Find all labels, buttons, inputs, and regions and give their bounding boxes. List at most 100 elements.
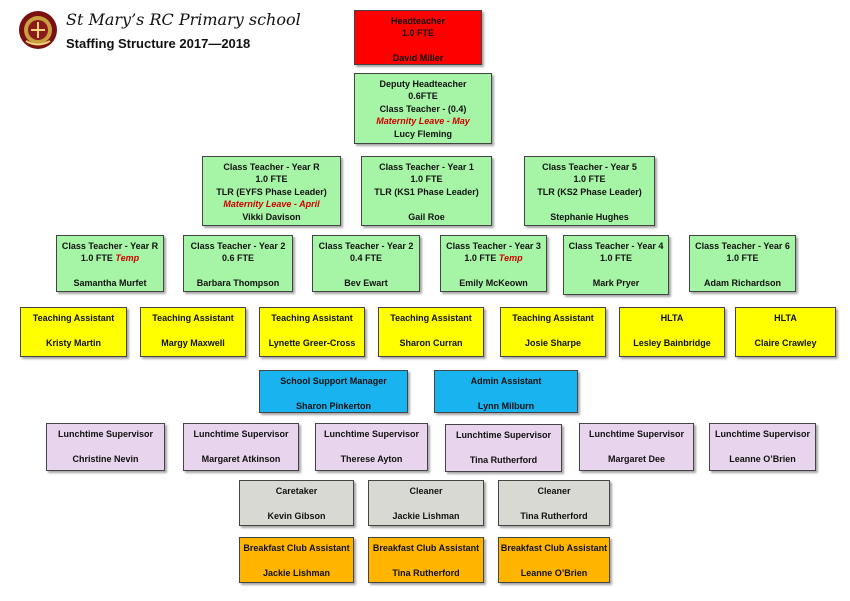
staff-name: Sharon Pinkerton: [295, 400, 371, 411]
staff-name: Margaret Atkinson: [201, 453, 281, 464]
cleaner-box: Cleaner Tina Rutherford: [498, 480, 610, 526]
class-teacher-box: Class Teacher - Year 4 1.0 FTE Mark Prye…: [563, 235, 669, 295]
role: Headteacher: [390, 16, 446, 26]
staff-name: Leanne O’Brien: [729, 453, 796, 464]
tlr: TLR (KS2 Phase Leader): [537, 186, 642, 197]
role: Teaching Assistant: [271, 313, 353, 323]
fte: 1.0 FTE: [599, 253, 632, 264]
staff-name: Sharon Curran: [399, 337, 463, 348]
fte: 1.0 FTE: [255, 174, 288, 185]
staff-name: Vikki Davison: [242, 211, 301, 222]
role-secondary: Class Teacher - (0.4): [379, 103, 467, 114]
support-manager-box: School Support Manager Sharon Pinkerton: [259, 370, 408, 413]
staff-name: Lynn Milburn: [477, 400, 535, 411]
page-title: Staffing Structure 2017—2018: [66, 36, 251, 51]
school-name: St Mary’s RC Primary school: [66, 10, 301, 29]
breakfast-club-box: Breakfast Club Assistant Leanne O’Brien: [498, 537, 610, 583]
admin-assistant-box: Admin Assistant Lynn Milburn: [434, 370, 578, 413]
fte: 1.0 FTE: [410, 174, 443, 185]
caretaker-box: Caretaker Kevin Gibson: [239, 480, 354, 526]
role: Caretaker: [275, 486, 318, 496]
staff-name: Kristy Martin: [45, 337, 101, 348]
role: Cleaner: [409, 486, 443, 496]
leave-note: Maternity Leave - April: [223, 199, 320, 210]
lunchtime-supervisor-box: Lunchtime Supervisor Therese Ayton: [315, 423, 428, 471]
teaching-assistant-box: Teaching Assistant Josie Sharpe: [500, 307, 606, 357]
role: Class Teacher - Year 5: [542, 162, 637, 172]
fte: 0.6 FTE: [221, 253, 254, 264]
role: Class Teacher - Year 3: [446, 241, 541, 251]
role: Breakfast Club Assistant: [243, 543, 350, 553]
role: Cleaner: [537, 486, 571, 496]
phase-leader-box: Class Teacher - Year R 1.0 FTE TLR (EYFS…: [202, 156, 341, 226]
fte: 0.6FTE: [408, 91, 438, 102]
role: Lunchtime Supervisor: [323, 429, 420, 439]
staff-name: Tina Rutherford: [469, 454, 538, 465]
role: Class Teacher - Year R: [61, 241, 159, 251]
staff-name: Kevin Gibson: [267, 510, 326, 521]
role: Teaching Assistant: [512, 313, 594, 323]
breakfast-club-box: Breakfast Club Assistant Tina Rutherford: [368, 537, 484, 583]
tlr: TLR (EYFS Phase Leader): [216, 186, 327, 197]
class-teacher-box: Class Teacher - Year 6 1.0 FTE Adam Rich…: [689, 235, 796, 292]
staff-name: Mark Pryer: [592, 278, 640, 289]
staff-name: Margy Maxwell: [161, 337, 225, 348]
fte: 0.4 FTE: [349, 253, 382, 264]
breakfast-club-box: Breakfast Club Assistant Jackie Lishman: [239, 537, 354, 583]
class-teacher-box: Class Teacher - Year 2 0.4 FTE Bev Ewart: [312, 235, 420, 292]
role: Teaching Assistant: [390, 313, 472, 323]
lunchtime-supervisor-box: Lunchtime Supervisor Leanne O’Brien: [709, 423, 816, 471]
staff-name: Jackie Lishman: [262, 567, 331, 578]
class-teacher-box: Class Teacher - Year 2 0.6 FTE Barbara T…: [183, 235, 293, 292]
role: Class Teacher - Year 1: [379, 162, 474, 172]
lunchtime-supervisor-box: Lunchtime Supervisor Margaret Atkinson: [183, 423, 299, 471]
cleaner-box: Cleaner Jackie Lishman: [368, 480, 484, 526]
staff-name: Gail Roe: [408, 211, 445, 222]
role: Teaching Assistant: [152, 313, 234, 323]
role: Lunchtime Supervisor: [193, 429, 289, 439]
fte: 1.0 FTE: [401, 28, 434, 39]
role: HLTA: [660, 313, 684, 323]
fte: 1.0 FTE: [464, 253, 497, 264]
staff-name: Leanne O’Brien: [520, 567, 588, 578]
staff-name: Barbara Thompson: [196, 278, 280, 289]
teaching-assistant-box: Teaching Assistant Margy Maxwell: [140, 307, 246, 357]
staff-name: Lynette Greer-Cross: [268, 337, 356, 348]
staff-name: Emily McKeown: [459, 278, 528, 289]
role: Class Teacher - Year R: [223, 162, 320, 172]
staff-name: Adam Richardson: [703, 278, 781, 289]
staff-name: Samantha Murfet: [73, 278, 147, 289]
role: Teaching Assistant: [32, 313, 115, 323]
class-teacher-box: Class Teacher - Year R 1.0 FTE Temp Sama…: [56, 235, 164, 292]
role: Deputy Headteacher: [379, 79, 467, 89]
fte: 1.0 FTE: [726, 253, 759, 264]
hlta-box: HLTA Claire Crawley: [735, 307, 836, 357]
role: Breakfast Club Assistant: [372, 543, 480, 553]
staff-name: Claire Crawley: [754, 337, 817, 348]
lunchtime-supervisor-box: Lunchtime Supervisor Christine Nevin: [46, 423, 165, 471]
staff-name: David Miller: [392, 53, 444, 64]
deputy-headteacher-box: Deputy Headteacher 0.6FTE Class Teacher …: [354, 73, 492, 144]
role: Class Teacher - Year 2: [190, 241, 286, 251]
headteacher-box: Headteacher 1.0 FTE David Miller: [354, 10, 482, 65]
role: HLTA: [774, 313, 797, 323]
teaching-assistant-box: Teaching Assistant Kristy Martin: [20, 307, 127, 357]
teaching-assistant-box: Teaching Assistant Sharon Curran: [378, 307, 484, 357]
role: Lunchtime Supervisor: [588, 429, 685, 439]
role: Class Teacher - Year 2: [318, 241, 414, 251]
staff-name: Therese Ayton: [340, 453, 403, 464]
role: School Support Manager: [280, 376, 387, 386]
tlr: TLR (KS1 Phase Leader): [374, 186, 479, 197]
temp-note: Temp: [115, 253, 140, 264]
role: Breakfast Club Assistant: [500, 543, 608, 553]
role: Class Teacher - Year 4: [568, 241, 664, 251]
staff-name: Bev Ewart: [344, 278, 388, 289]
class-teacher-box: Class Teacher - Year 3 1.0 FTE Temp Emil…: [440, 235, 547, 292]
staff-name: Jackie Lishman: [392, 510, 460, 521]
staff-name: Margaret Dee: [607, 453, 666, 464]
staff-name: Christine Nevin: [72, 453, 139, 464]
leave-note: Maternity Leave - May: [376, 116, 470, 127]
role: Lunchtime Supervisor: [714, 429, 811, 439]
phase-leader-box: Class Teacher - Year 5 1.0 FTE TLR (KS2 …: [524, 156, 655, 226]
staff-name: Lesley Bainbridge: [633, 337, 711, 348]
